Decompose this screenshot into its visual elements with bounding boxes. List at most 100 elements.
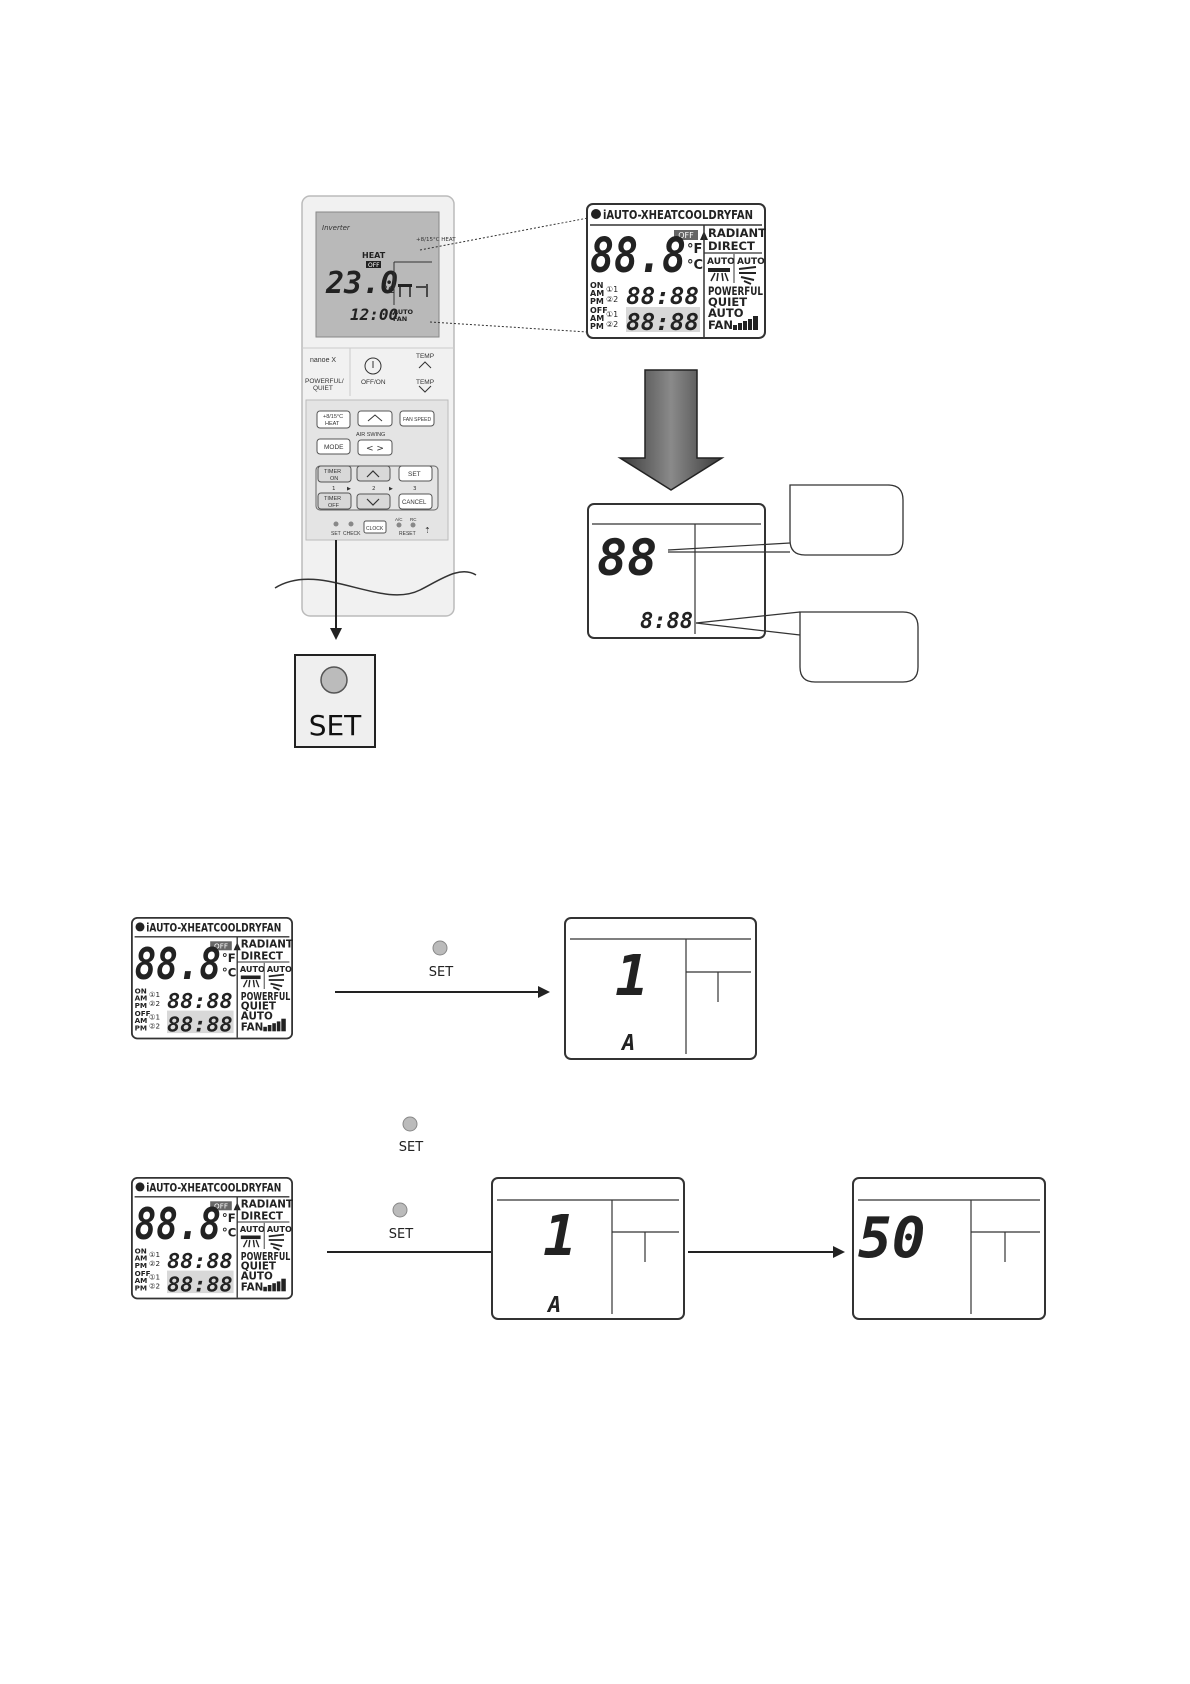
- lcd-step1-panel-shape: [210, 941, 232, 951]
- lcd-top-panel-auto-b: AUTO: [737, 257, 765, 267]
- check-hole-label: CHECK: [343, 531, 361, 537]
- air-swing-horizontal-button[interactable]: [357, 439, 393, 456]
- remote-control: Inverter +8/15°C HEAT HEAT OFF 23.0 °C 1…: [274, 195, 477, 617]
- lcd-step2-panel-t1: ①1: [149, 1250, 160, 1259]
- lcd-step1-panel-auto-a: AUTO: [240, 964, 265, 974]
- display-step-1: 1 A: [564, 917, 757, 1060]
- lcd-step2-panel-fan: FAN: [241, 1281, 264, 1293]
- clock-button[interactable]: [363, 520, 387, 534]
- lcd-step1-panel-quiet: QUIET: [241, 1001, 276, 1013]
- lcd-step1-panel-auto-b: AUTO: [267, 964, 292, 974]
- set-button-label: SET: [408, 471, 421, 478]
- lcd-step2-panel-shape: [210, 1201, 232, 1211]
- time-down-button[interactable]: [356, 493, 391, 510]
- heat-8-15-button-label-1: +8/15°C: [323, 414, 343, 420]
- lcd-step1-panel-t1: ①1: [149, 990, 160, 999]
- remote-cut-line: [274, 570, 477, 596]
- air-swing-vertical-button[interactable]: [357, 410, 393, 427]
- step-1-set-label: SET: [429, 965, 453, 980]
- check-hole-button[interactable]: [348, 521, 354, 527]
- lcd-step2-panel-shape: [268, 1233, 285, 1251]
- chevron-up-icon: [366, 470, 380, 478]
- cancel-button-label: CANCEL: [402, 500, 427, 506]
- step-number-2: 2: [372, 486, 376, 492]
- time-up-button[interactable]: [356, 465, 391, 482]
- heat-8-15-indicator: +8/15°C HEAT: [416, 237, 456, 243]
- lcd-top-panel-shape: [591, 209, 601, 219]
- timer-on-button[interactable]: [317, 465, 352, 483]
- lcd-step1-panel-shape: [267, 1025, 272, 1032]
- heat-mode-indicator: HEAT: [362, 251, 386, 260]
- zoom-line-top: [419, 217, 589, 251]
- mode-label: MODE: [324, 444, 344, 451]
- lcd-step1-panel-off2: OFF: [135, 1009, 151, 1018]
- reset-label: RESET: [399, 531, 416, 537]
- lcd-top-panel-pm2: PM: [590, 322, 604, 331]
- lcd-step2-panel-t2: ②2: [149, 1259, 160, 1268]
- lcd-step2-panel-shape: [240, 1235, 261, 1240]
- temp-down-button[interactable]: [418, 385, 432, 393]
- lcd-step2-panel-t2b: ②2: [149, 1282, 160, 1291]
- lcd-top-panel-am1: AM: [590, 289, 604, 298]
- power-button[interactable]: [364, 357, 382, 375]
- lcd-top-panel-autoc: AUTO: [708, 306, 744, 320]
- display-panel-1: 88 8:88: [587, 503, 766, 639]
- timer-off-button[interactable]: [317, 492, 352, 510]
- lcd-step1-panel-powerful: POWERFUL: [241, 991, 291, 1003]
- ac-reset-hole[interactable]: [396, 522, 402, 528]
- lcd-step1-panel-t1b: ①1: [149, 1013, 160, 1022]
- rc-reset-hole[interactable]: [410, 522, 416, 528]
- lcd-step1-panel-direct: DIRECT: [241, 950, 283, 962]
- lcd-top-panel-pm1: PM: [590, 297, 604, 306]
- lcd-step2-panel-shape: [167, 1270, 234, 1294]
- lcd-top-panel-shape: [710, 272, 729, 282]
- lcd-top-panel-shape: [586, 203, 766, 339]
- display-step-1-big-digit: 1: [615, 944, 649, 1009]
- set-hole-button[interactable]: [333, 521, 339, 527]
- timer-off-label-1: TIMER: [324, 496, 341, 502]
- lcd-step2-panel-autoc: AUTO: [241, 1271, 273, 1283]
- clock-value: 12:00: [350, 305, 398, 324]
- lcd-step2-panel-shape: [242, 1239, 260, 1248]
- remote-lcd-screen: [315, 211, 440, 338]
- lcd-step2-panel-shape: [131, 1177, 294, 1300]
- fan-speed-button[interactable]: [399, 410, 435, 427]
- temp-up-button[interactable]: [418, 361, 432, 369]
- lcd-step1-panel-autoc: AUTO: [241, 1011, 273, 1023]
- display-step-2a-big-digit: 1: [543, 1204, 577, 1269]
- brand-logo: Inverter: [322, 224, 351, 232]
- lcd-top-panel-shape: [743, 321, 747, 330]
- lcd-step1-panel-t2: ②2: [149, 999, 160, 1008]
- set-button[interactable]: [398, 465, 433, 482]
- big-down-arrow-icon: [617, 369, 725, 491]
- lcd-top-panel-t2b: ②2: [606, 320, 618, 329]
- lcd-step1-panel-fan: FAN: [241, 1021, 264, 1033]
- lcd-step2-panel-direct: DIRECT: [241, 1210, 283, 1222]
- timer-off-label-2: OFF: [328, 503, 340, 509]
- lcd-step1-panel-c: °C: [222, 965, 236, 979]
- fan-auto-label: AUTO: [393, 308, 414, 316]
- heat-8-15-button-label-2: HEAT: [325, 421, 340, 427]
- lcd-step1-panel-shape: [281, 1018, 286, 1032]
- lcd-top-panel-shape: [748, 319, 752, 330]
- clock-button-label: CLOCK: [366, 526, 384, 532]
- swing-horizontal-icon: < >: [366, 444, 384, 454]
- set-callout-hole-icon[interactable]: [320, 666, 348, 694]
- step-number-3: 3: [413, 486, 417, 492]
- temp-down-label: TEMP: [416, 379, 434, 386]
- lcd-top-panel-shape: [626, 307, 700, 332]
- heat-8-15-button[interactable]: [316, 410, 351, 429]
- lcd-step1-panel-shape: [242, 979, 260, 988]
- display-step-2a: 1 A: [491, 1177, 685, 1320]
- temperature-unit: °C: [383, 285, 395, 296]
- lcd-top-panel-timer1: 88:88: [626, 284, 699, 310]
- mode-button[interactable]: [316, 438, 351, 455]
- cancel-button[interactable]: [398, 493, 433, 510]
- lcd-step2-panel-c: °C: [222, 1225, 236, 1239]
- lcd-step1-panel-shape: [268, 973, 285, 991]
- callout-bubble-2: [799, 611, 919, 683]
- callout-line-2b: [695, 622, 801, 636]
- lcd-top-panel-shape: [674, 230, 698, 240]
- lcd-top-panel-f: °F: [687, 242, 702, 257]
- lcd-step2-panel-on: ON: [135, 1247, 147, 1256]
